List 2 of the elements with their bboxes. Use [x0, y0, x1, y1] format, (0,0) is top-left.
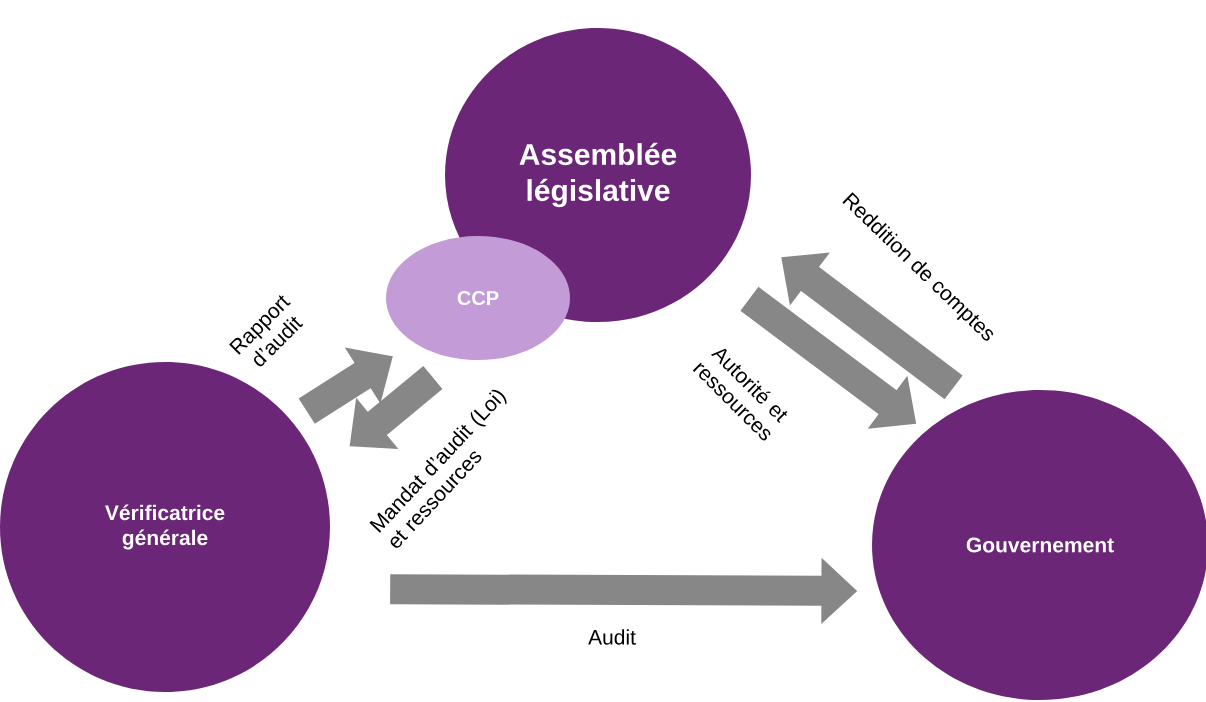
edge-label: Audit: [588, 629, 636, 645]
circle-node: CCP: [386, 236, 570, 360]
